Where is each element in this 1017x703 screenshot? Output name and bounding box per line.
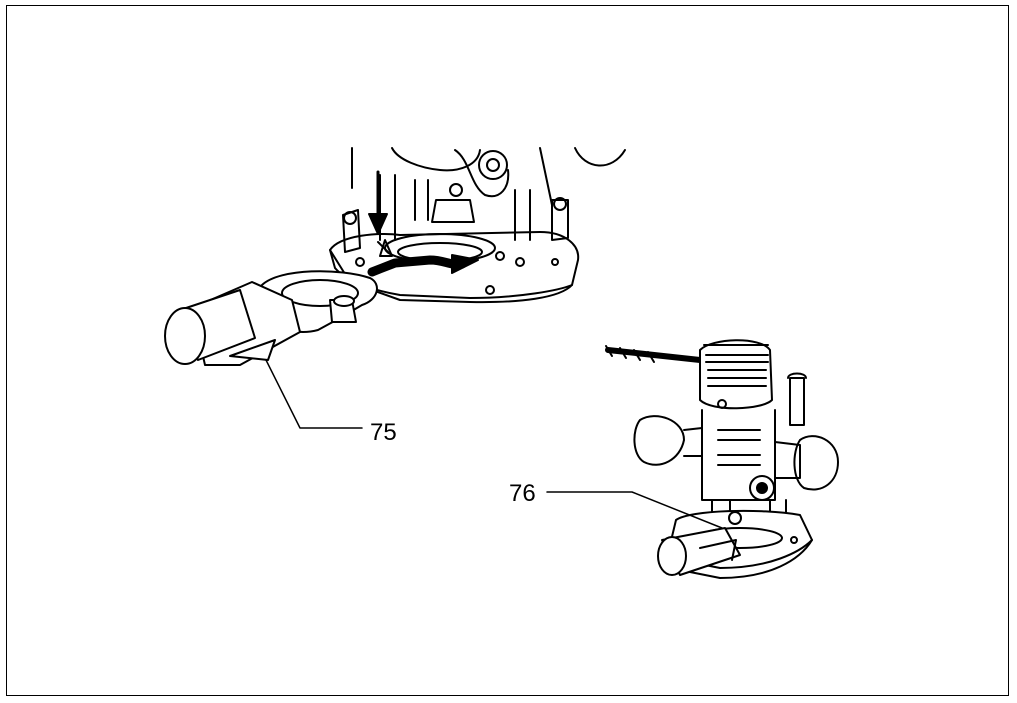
leader-line-75: [265, 359, 363, 429]
callout-label-75: 75: [370, 419, 397, 446]
leader-line-76: [546, 491, 723, 529]
slide-arrow-right: [367, 254, 479, 277]
insert-arrow-down: [368, 170, 388, 235]
callout-label-76: 76: [509, 480, 536, 507]
router-assembled: [605, 339, 839, 579]
dust-nozzle-75: [164, 270, 378, 366]
